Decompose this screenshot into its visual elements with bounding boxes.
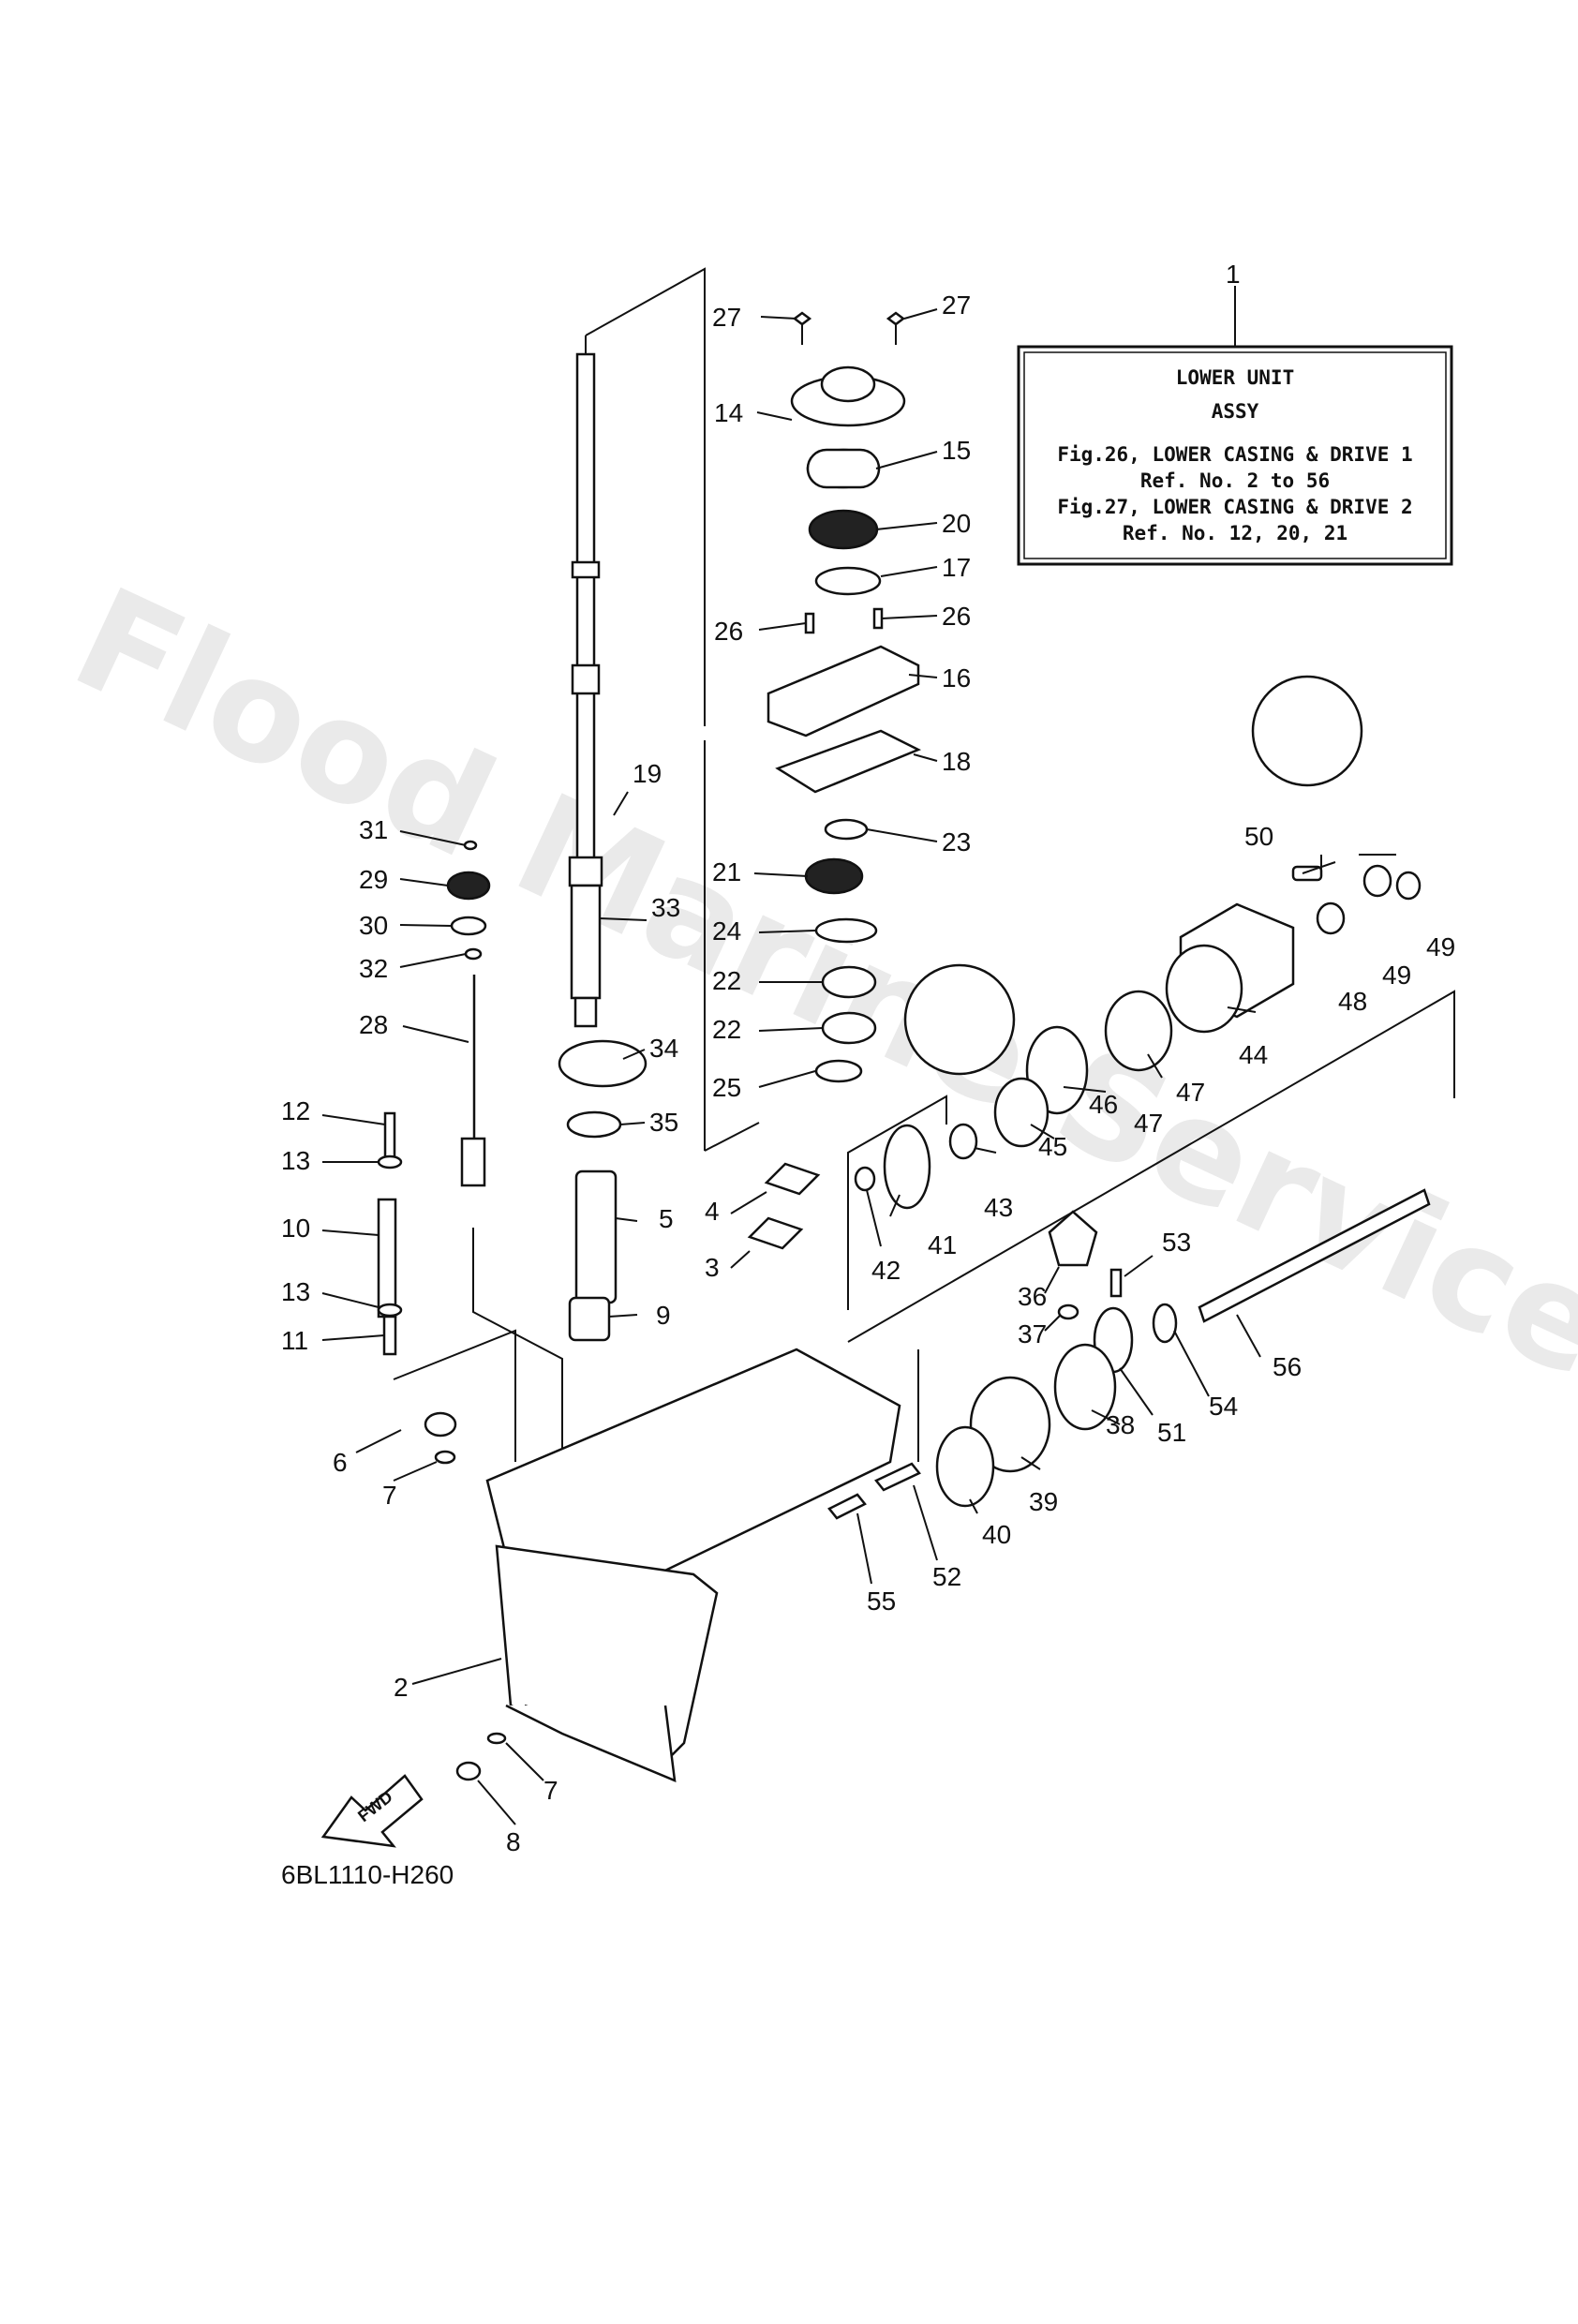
- leader-lines: [321, 308, 1336, 1825]
- callout: 22: [712, 966, 741, 995]
- callout: 34: [649, 1034, 678, 1063]
- callout: 3: [705, 1253, 720, 1282]
- callout: 28: [359, 1010, 388, 1039]
- callout: 21: [712, 857, 741, 886]
- callout: 18: [942, 747, 971, 776]
- callout: 27: [712, 303, 741, 332]
- callout: 41: [928, 1230, 957, 1259]
- callout: 24: [712, 916, 741, 946]
- info-box: 1 LOWER UNIT ASSY Fig.26, LOWER CASING &…: [1017, 260, 1453, 566]
- shift-rod-parts: [377, 840, 821, 1356]
- callout: 43: [984, 1193, 1013, 1222]
- info-box-line1: LOWER UNIT: [1176, 366, 1294, 389]
- callout: 7: [382, 1481, 397, 1510]
- callout: 13: [281, 1277, 310, 1306]
- callout: 51: [1157, 1418, 1186, 1447]
- callout: 33: [651, 893, 680, 922]
- callout: 14: [714, 398, 743, 427]
- callout: 9: [656, 1301, 671, 1330]
- callout: 26: [942, 602, 971, 631]
- callout: 5: [659, 1204, 674, 1233]
- info-box-line5: Fig.27, LOWER CASING & DRIVE 2: [1057, 496, 1412, 518]
- callout: 17: [942, 553, 971, 582]
- callout: 11: [281, 1326, 308, 1355]
- callout: 37: [1018, 1319, 1047, 1348]
- callout-1: 1: [1226, 260, 1241, 289]
- callout: 22: [712, 1015, 741, 1044]
- callout: 56: [1273, 1352, 1302, 1381]
- callout: 42: [871, 1256, 901, 1285]
- drive-shaft: [568, 352, 603, 1028]
- callout: 38: [1106, 1410, 1135, 1439]
- callout: 2: [394, 1673, 409, 1702]
- propeller-shaft-parts: [827, 675, 1431, 1520]
- callout: 31: [359, 815, 388, 844]
- info-box-line3: Fig.26, LOWER CASING & DRIVE 1: [1057, 443, 1412, 466]
- callout: 19: [633, 759, 662, 788]
- callout: 16: [942, 663, 971, 693]
- callout: 47: [1134, 1109, 1163, 1138]
- callout: 27: [942, 290, 971, 320]
- callout: 32: [359, 954, 388, 983]
- callout: 12: [281, 1096, 310, 1125]
- fwd-arrow: FWD: [320, 1774, 424, 1848]
- callout: 35: [649, 1108, 678, 1137]
- info-box-line4: Ref. No. 2 to 56: [1140, 469, 1330, 492]
- callout: 36: [1018, 1282, 1047, 1311]
- callout: 48: [1338, 987, 1367, 1016]
- callout: 52: [932, 1562, 961, 1591]
- callout: 8: [506, 1827, 521, 1856]
- callout: 29: [359, 865, 388, 894]
- info-box-line6: Ref. No. 12, 20, 21: [1123, 522, 1347, 544]
- callout: 50: [1244, 822, 1273, 851]
- assembly-lines: [393, 267, 1455, 1471]
- callout: 49: [1382, 961, 1411, 990]
- callout: 6: [333, 1448, 348, 1477]
- callout: 44: [1239, 1040, 1268, 1069]
- callout: 30: [359, 911, 388, 940]
- callout: 23: [942, 827, 971, 857]
- callout: 25: [712, 1073, 741, 1102]
- callout: 13: [281, 1146, 310, 1175]
- callout: 4: [705, 1197, 720, 1226]
- callout: 7: [543, 1776, 558, 1805]
- drawing-code: 6BL1110-H260: [281, 1860, 454, 1889]
- lower-casing: [424, 1348, 901, 1782]
- callout: 10: [281, 1214, 310, 1243]
- callout: 46: [1089, 1090, 1118, 1119]
- callout: 20: [942, 509, 971, 538]
- water-pump-parts: [558, 311, 1016, 1342]
- callout: 53: [1162, 1228, 1191, 1257]
- callout: 47: [1176, 1078, 1205, 1107]
- info-box-line2: ASSY: [1212, 400, 1259, 423]
- callout-labels: 27 27 14 15 20 17 26 26 16 18 19 31 29 3…: [281, 290, 1455, 1856]
- callout: 54: [1209, 1392, 1238, 1421]
- callout: 40: [982, 1520, 1011, 1549]
- callout: 49: [1426, 932, 1455, 961]
- callout: 55: [867, 1587, 896, 1616]
- callout: 39: [1029, 1487, 1058, 1516]
- callout: 15: [942, 436, 971, 465]
- callout: 45: [1038, 1132, 1067, 1161]
- callout: 26: [714, 617, 743, 646]
